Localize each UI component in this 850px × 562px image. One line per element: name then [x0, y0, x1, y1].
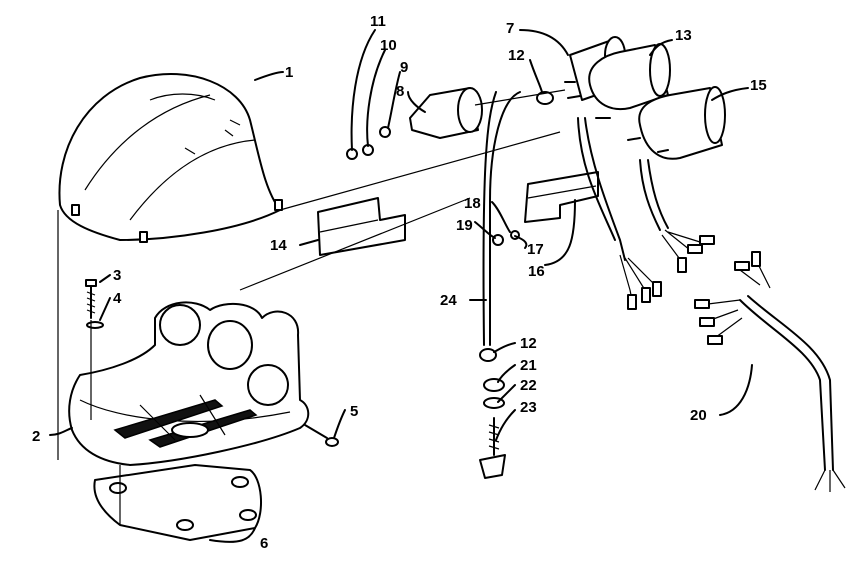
callout-2: 2 [32, 428, 40, 445]
nut-21 [483, 378, 505, 392]
callout-labels: 1 2 3 4 5 6 7 8 9 10 11 12 13 14 15 16 1… [32, 13, 767, 552]
nut-19 [492, 234, 504, 246]
screw-5 [304, 424, 339, 447]
callout-20: 20 [690, 407, 707, 424]
callout-8: 8 [396, 83, 404, 100]
callout-23: 23 [520, 399, 537, 416]
instrument-housing [68, 301, 310, 466]
callout-17: 17 [527, 241, 544, 258]
clip-12-bottom [479, 348, 497, 362]
callout-7: 7 [506, 20, 514, 37]
callout-4: 4 [113, 290, 122, 307]
washer-4 [86, 321, 104, 329]
callout-14: 14 [270, 237, 287, 254]
callout-24: 24 [440, 292, 457, 309]
washer-9 [379, 126, 391, 138]
hood-cover [58, 73, 283, 243]
callout-21: 21 [520, 357, 537, 374]
fitting-23 [479, 417, 506, 479]
wire-harness-gauges [577, 117, 715, 310]
adapter-8 [409, 87, 483, 139]
callout-15: 15 [750, 77, 767, 94]
callout-12-top: 12 [508, 47, 525, 64]
callout-10: 10 [380, 37, 397, 54]
bracket-14 [317, 197, 406, 256]
callout-16: 16 [528, 263, 545, 280]
screw-3 [85, 279, 97, 319]
bracket-16 [524, 171, 599, 223]
callout-12-bottom: 12 [520, 335, 537, 352]
callout-9: 9 [400, 59, 408, 76]
callout-13: 13 [675, 27, 692, 44]
leader-lines [49, 29, 753, 543]
gauge-15 [638, 86, 726, 160]
callout-5: 5 [350, 403, 358, 420]
callout-1: 1 [285, 64, 293, 81]
speedometer-cable [482, 91, 521, 346]
callout-3: 3 [113, 267, 121, 284]
callout-19: 19 [456, 217, 473, 234]
callout-11: 11 [370, 13, 386, 30]
wire-harness-20 [694, 251, 846, 492]
gauge-13 [588, 43, 671, 110]
gasket [93, 464, 262, 541]
callout-6: 6 [260, 535, 268, 552]
callout-18: 18 [464, 195, 481, 212]
callout-22: 22 [520, 377, 537, 394]
clip-12-top [536, 91, 554, 105]
